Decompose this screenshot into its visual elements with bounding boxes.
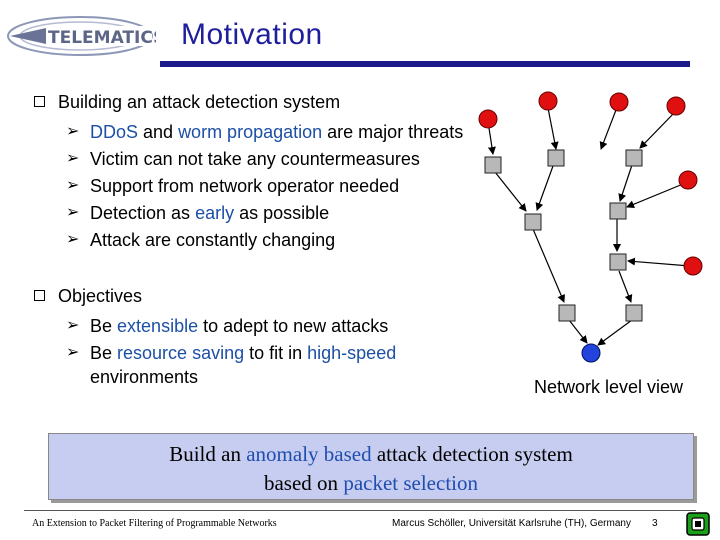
title-underline bbox=[160, 61, 690, 67]
sub-bullet-resource: ➢ Be resource saving to fit in high-spee… bbox=[66, 343, 397, 387]
arrow-bullet-icon: ➢ bbox=[66, 150, 80, 167]
sub-bullet-early: ➢ Detection as early as possible bbox=[66, 203, 330, 223]
university-logo-icon bbox=[686, 512, 710, 536]
router-node bbox=[625, 304, 643, 322]
footer-divider bbox=[24, 510, 696, 511]
router-nodes bbox=[484, 149, 643, 322]
footer-title: An Extension to Packet Filtering of Prog… bbox=[32, 518, 277, 529]
edge bbox=[618, 270, 633, 303]
edge bbox=[568, 319, 588, 344]
router-node bbox=[547, 149, 565, 167]
edge bbox=[627, 257, 691, 267]
arrow-bullet-icon: ➢ bbox=[66, 317, 80, 334]
bullet-attack-detection: Building an attack detection system bbox=[34, 88, 474, 117]
attacker-node bbox=[538, 91, 558, 111]
attacker-nodes bbox=[478, 91, 703, 276]
edge bbox=[535, 165, 554, 211]
sub-bullet-operator: ➢ Support from network operator needed bbox=[66, 176, 400, 196]
router-node bbox=[609, 202, 627, 220]
checkbox-bullet-icon bbox=[34, 290, 45, 301]
summary-line-2: based on packet selection bbox=[263, 471, 478, 495]
checkbox-bullet-icon bbox=[34, 96, 45, 107]
router-node bbox=[524, 213, 542, 231]
router-node bbox=[558, 304, 576, 322]
edge bbox=[532, 228, 565, 303]
edge bbox=[639, 110, 677, 149]
telematics-logo: TELEMATICS bbox=[7, 16, 156, 56]
sub-bullet-threats: ➢ DDoS and worm propagation are major th… bbox=[66, 122, 464, 142]
attacker-node bbox=[678, 170, 698, 190]
attacker-node bbox=[609, 92, 629, 112]
summary-line-1: Build an anomaly based attack detection … bbox=[169, 442, 573, 466]
page-number: 3 bbox=[652, 518, 658, 529]
edge bbox=[618, 164, 633, 202]
sub-bullet-victim: ➢ Victim can not take any countermeasure… bbox=[66, 149, 420, 169]
router-node bbox=[484, 156, 502, 174]
network-level-label: Network level view bbox=[534, 377, 684, 397]
svg-text:TELEMATICS: TELEMATICS bbox=[48, 28, 156, 48]
sub-bullet-extensible: ➢ Be extensible to adept to new attacks bbox=[66, 316, 389, 336]
attacker-node bbox=[478, 109, 498, 129]
page-title: Motivation bbox=[181, 18, 323, 51]
router-node bbox=[625, 149, 643, 167]
edge bbox=[599, 109, 617, 150]
sub-bullet-changing: ➢ Attack are constantly changing bbox=[66, 230, 336, 250]
bullet-list: Building an attack detection system ➢ DD… bbox=[34, 88, 474, 391]
edge bbox=[626, 183, 684, 209]
attacker-node bbox=[683, 256, 703, 276]
bullet-objectives: Objectives bbox=[34, 282, 474, 311]
arrow-bullet-icon: ➢ bbox=[66, 123, 80, 140]
edge bbox=[494, 171, 527, 212]
edge bbox=[597, 319, 633, 346]
attacker-node bbox=[666, 96, 686, 116]
traffic-edges bbox=[487, 107, 691, 346]
footer-author: Marcus Schöller, Universität Karlsruhe (… bbox=[392, 518, 631, 529]
edge bbox=[547, 107, 559, 150]
arrow-bullet-icon: ➢ bbox=[66, 344, 80, 361]
arrow-bullet-icon: ➢ bbox=[66, 177, 80, 194]
summary-box: Build an anomaly based attack detection … bbox=[48, 433, 694, 500]
arrow-bullet-icon: ➢ bbox=[66, 231, 80, 248]
victim-node bbox=[581, 343, 601, 363]
edge bbox=[487, 127, 496, 155]
router-node bbox=[609, 253, 627, 271]
arrow-bullet-icon: ➢ bbox=[66, 204, 80, 221]
network-diagram bbox=[478, 91, 703, 363]
